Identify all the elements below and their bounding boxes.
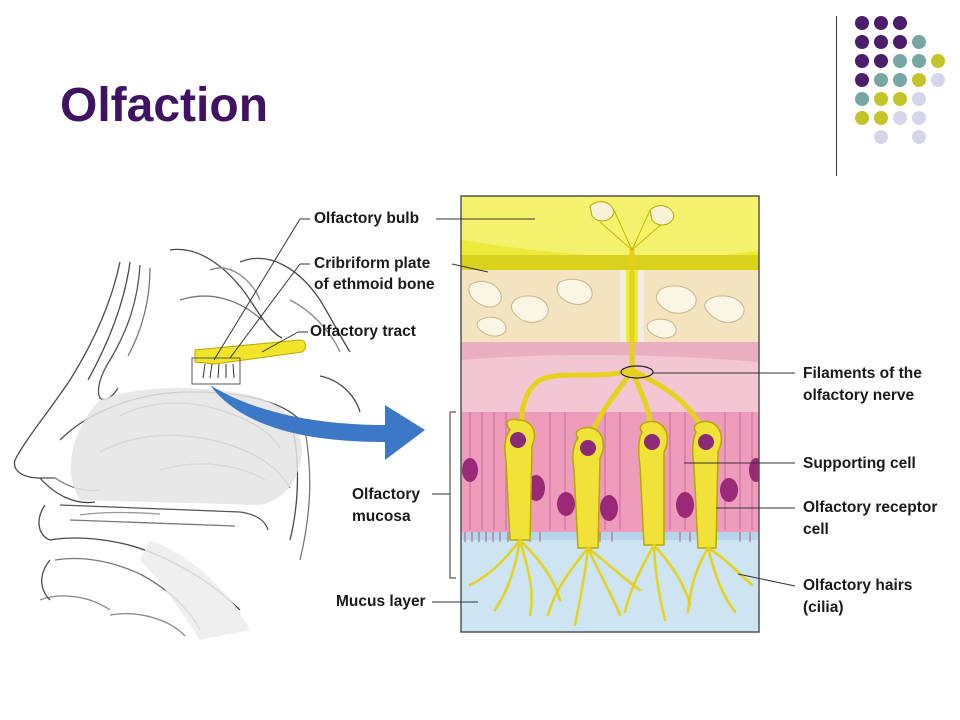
decorative-dot [874,54,888,68]
zoom-region-box [191,357,241,385]
decorative-dot [912,92,926,106]
label-olfactory-tract: Olfactory tract [310,323,416,340]
decorative-dot [855,111,869,125]
decorative-dot [893,111,907,125]
decorative-dot [874,35,888,49]
label-supporting-cell: Supporting cell [803,455,916,472]
label-mucosa-line1: Olfactory [352,486,421,503]
decorative-dot [855,73,869,87]
label-filaments-line2: olfactory nerve [803,387,915,404]
nasal-cavity-shading [70,388,302,640]
decorative-dot [855,54,869,68]
decorative-dot [912,54,926,68]
decorative-dot [855,35,869,49]
decorative-dot [893,92,907,106]
leader-lines [213,218,796,603]
histology-panel [460,195,760,633]
olfactory-tract-shape [194,339,307,365]
decorative-dot [874,130,888,144]
decorative-dot [874,16,888,30]
nerve-filaments-left [202,363,235,379]
decorative-dot [912,111,926,125]
label-cribriform-line2: of ethmoid bone [314,276,435,293]
decorative-dot [874,111,888,125]
label-olfactory-bulb: Olfactory bulb [314,210,420,227]
label-hairs-line1: Olfactory hairs [803,577,913,594]
decorative-dot [912,130,926,144]
label-mucosa-line2: mucosa [352,508,411,525]
decorative-dot [893,35,907,49]
decorative-dot [931,54,945,68]
decorative-dot [855,92,869,106]
decorative-dot [874,73,888,87]
decorative-dot [893,54,907,68]
blue-zoom-arrow [210,385,425,460]
label-mucus-layer: Mucus layer [336,593,426,610]
label-receptor-line1: Olfactory receptor [803,499,938,516]
label-receptor-line2: cell [803,521,829,538]
title-divider-line [836,16,837,176]
decorative-dot [931,73,945,87]
decorative-dot [912,73,926,87]
decorative-dot [855,16,869,30]
decorative-dot [912,35,926,49]
decorative-dot [874,92,888,106]
slide-title: Olfaction [60,79,269,132]
olfactory-receptor-cells [468,418,754,627]
label-filaments-line1: Filaments of the [803,365,922,382]
label-cribriform-line1: Cribriform plate [314,255,431,272]
label-hairs-line2: (cilia) [803,599,844,616]
decorative-dot [893,73,907,87]
decorative-dot [893,16,907,30]
